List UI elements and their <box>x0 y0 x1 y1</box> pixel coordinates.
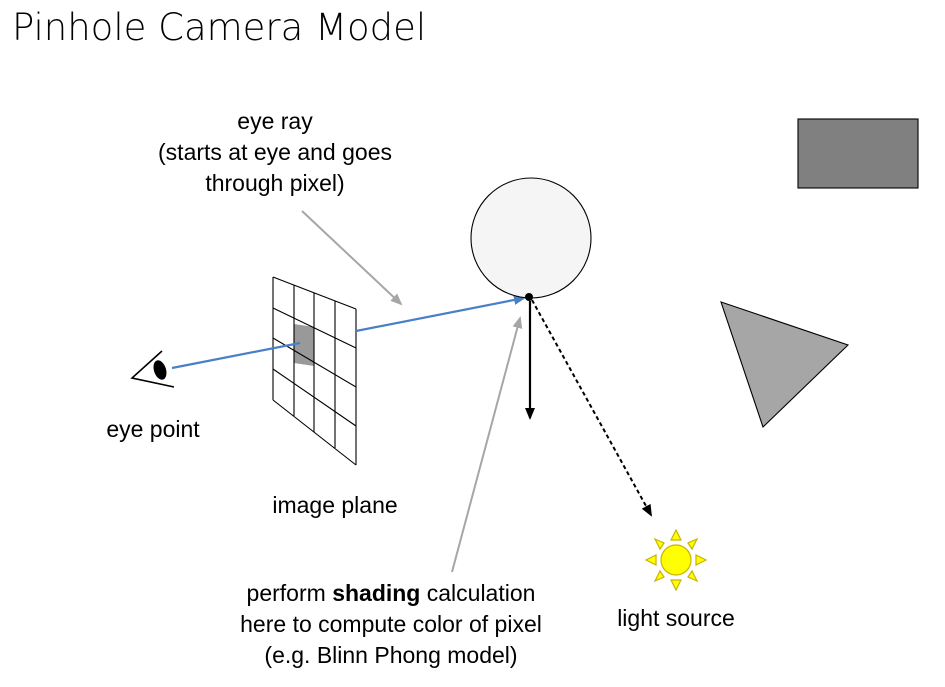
triangle-object <box>720 301 850 428</box>
eye-ray-segment-2 <box>355 295 526 333</box>
hit-point <box>525 293 533 301</box>
image-plane-grid <box>272 276 357 466</box>
eye-ray-label: eye ray (starts at eye and goes through … <box>158 108 392 196</box>
eye-icon <box>130 350 175 388</box>
highlighted-pixel <box>294 324 314 366</box>
page-title: Pinhole Camera Model <box>12 6 427 49</box>
image-plane-label: image plane <box>272 492 398 518</box>
shading-pointer <box>451 316 523 573</box>
light-source-label: light source <box>617 605 735 631</box>
eye-point-label: eye point <box>106 416 200 442</box>
shading-label: perform shading calculation here to comp… <box>240 580 542 668</box>
shadow-ray-arrow <box>531 299 652 517</box>
sun-icon <box>644 528 708 592</box>
rectangle-object <box>797 118 919 189</box>
sphere <box>470 177 592 299</box>
eye-ray-pointer <box>301 210 403 306</box>
eye-ray-segment-1 <box>171 341 301 370</box>
